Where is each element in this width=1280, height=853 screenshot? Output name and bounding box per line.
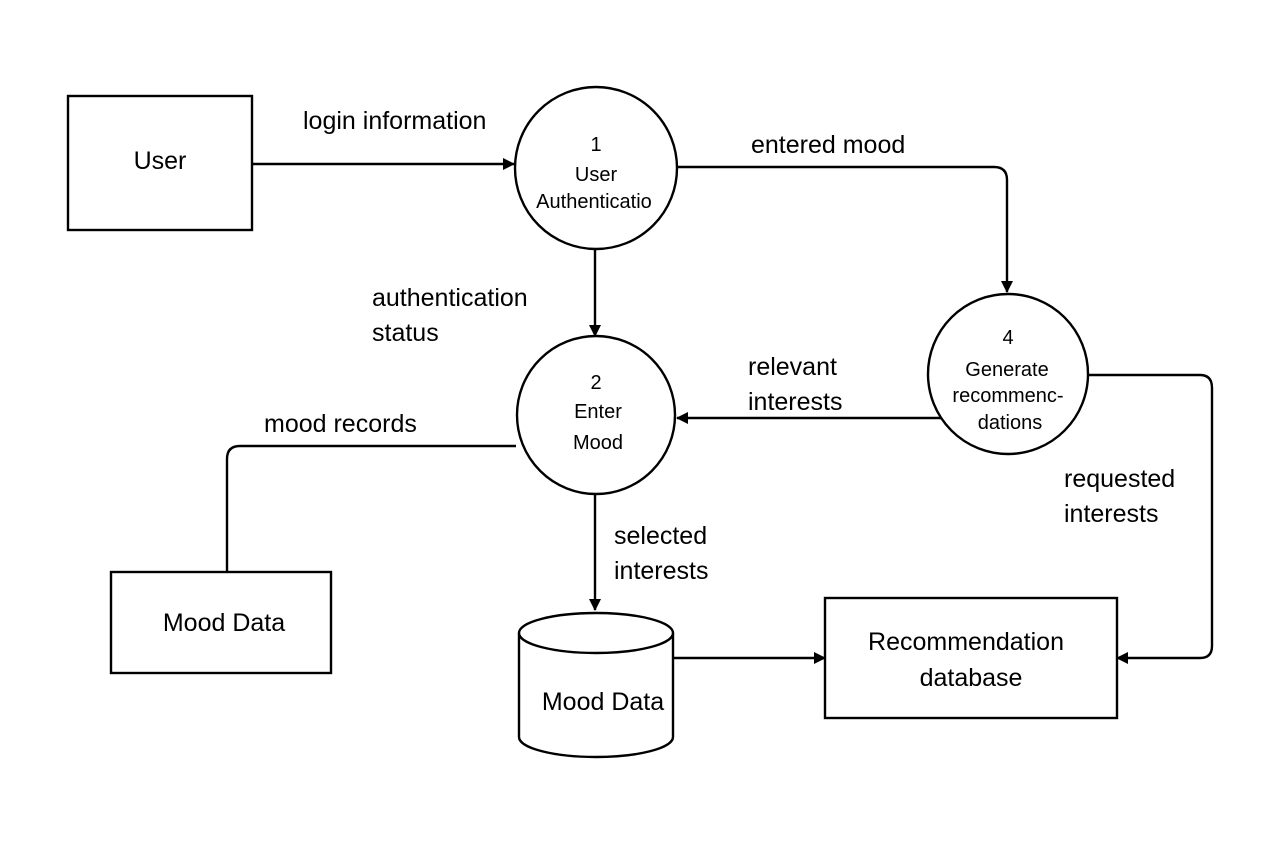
mood-data-entity-label: Mood Data	[163, 609, 285, 637]
flow-selected-interests-label-line2: interests	[614, 557, 708, 585]
recommendation-database-label-line1: Recommendation	[868, 628, 1064, 656]
process-1-circle	[513, 85, 679, 251]
mood-data-store-body	[517, 633, 675, 759]
process-4-number: 4	[1002, 327, 1013, 349]
flow-requested-interests-label-line2: interests	[1064, 500, 1158, 528]
flow-requested-interests-arrow	[1088, 373, 1214, 664]
flow-requested-interests-label-line1: requested	[1064, 465, 1175, 493]
mood-data-entity-box	[109, 570, 333, 675]
flow-entered-mood-arrow	[677, 165, 1013, 293]
user-entity-box	[66, 94, 254, 232]
user-entity-label: User	[134, 147, 187, 175]
process-4-label-line2: recommenc-	[952, 385, 1063, 407]
process-2-label-line1: Enter	[574, 401, 622, 423]
process-4-circle	[926, 292, 1090, 456]
flow-authentication-status-label-line1: authentication	[372, 284, 528, 312]
process-4-label-line3: dations	[978, 412, 1043, 434]
mood-data-store-top	[517, 611, 675, 655]
process-1-label-line2: Authenticatio	[536, 191, 652, 213]
flow-relevant-interests-label-line2: interests	[748, 388, 842, 416]
flow-authentication-status-label-line2: status	[372, 319, 439, 347]
process-2-circle	[515, 334, 677, 496]
recommendation-database-label-line2: database	[920, 664, 1023, 692]
recommendation-database-box	[823, 596, 1119, 720]
flow-mood-records-label: mood records	[264, 410, 417, 438]
mood-data-store-label: Mood Data	[542, 688, 664, 716]
process-2-label-line2: Mood	[573, 432, 623, 454]
process-4-label-line1: Generate	[965, 359, 1048, 381]
process-1-label-line1: User	[575, 164, 618, 186]
process-2-number: 2	[590, 372, 601, 394]
process-1-number: 1	[590, 134, 601, 156]
flow-selected-interests-label-line1: selected	[614, 522, 707, 550]
flow-relevant-interests-label-line1: relevant	[748, 353, 837, 381]
flow-mood-records-line	[225, 444, 516, 572]
flow-entered-mood-label: entered mood	[751, 131, 905, 159]
flow-login-information-label: login information	[303, 107, 486, 135]
